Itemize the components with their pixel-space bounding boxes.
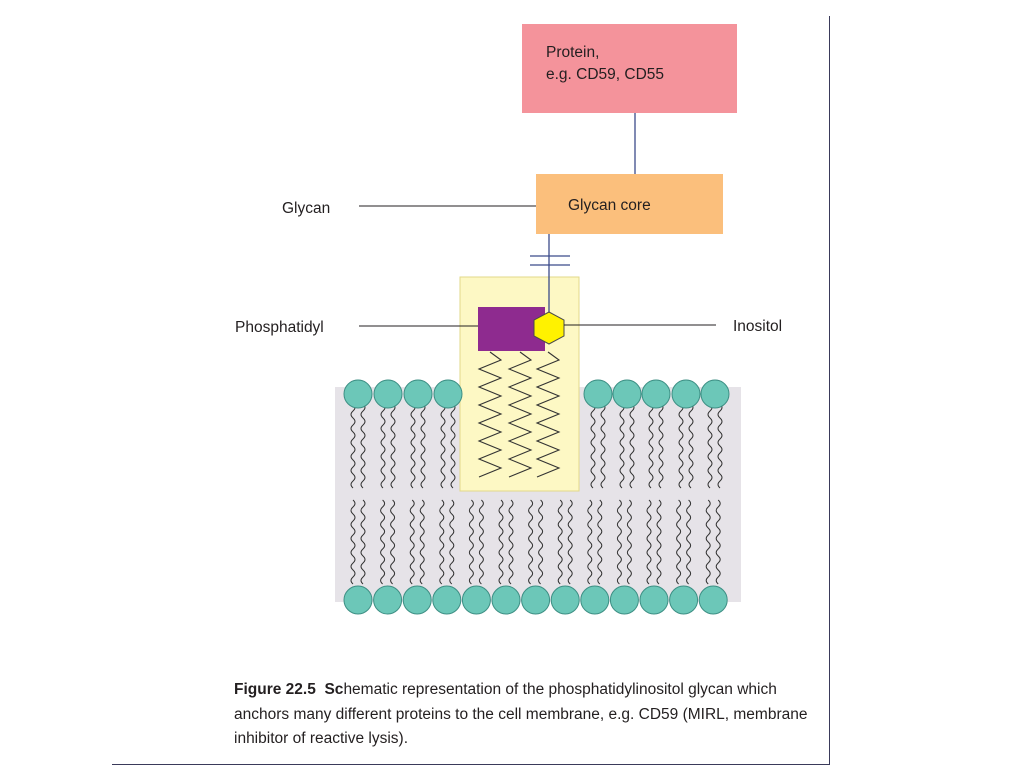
lipid-tail: [705, 499, 711, 585]
lipid-tail: [410, 403, 416, 489]
lipid-tail: [597, 499, 603, 585]
lipid-tail: [648, 403, 654, 489]
lipid-head: [639, 585, 669, 615]
lipid-tail: [360, 403, 366, 489]
lipid-tail: [380, 499, 386, 585]
protein-label-line1: Protein,: [546, 44, 599, 61]
lipid-head: [612, 379, 642, 409]
lipid-tail: [468, 499, 474, 585]
figure-caption: Figure 22.5 Schematic representation of …: [234, 678, 824, 752]
figure-number: Figure 22.5: [234, 681, 316, 698]
lipid-tail: [409, 499, 415, 585]
anchor-tail: [507, 351, 533, 478]
lipid-head: [461, 585, 491, 615]
lipid-tail: [440, 403, 446, 489]
lipid-tail: [419, 499, 425, 585]
lipid-head: [343, 585, 373, 615]
lipid-head: [583, 379, 613, 409]
lipid-tail: [688, 403, 694, 489]
lipid-head: [580, 585, 610, 615]
lipid-tails: [350, 403, 723, 585]
protein-box: [522, 24, 737, 113]
lipid-tail: [350, 499, 356, 585]
lipid-tail: [678, 403, 684, 489]
lipid-head: [373, 379, 403, 409]
inositol-label: Inositol: [733, 318, 782, 335]
anchor-tail: [477, 351, 503, 478]
lipid-head: [373, 585, 403, 615]
lipid-tail: [658, 403, 664, 489]
lipid-tail: [528, 499, 534, 585]
lipid-head: [671, 379, 701, 409]
lipid-head: [491, 585, 521, 615]
glycan-core-box: [536, 174, 723, 234]
lipid-tail: [390, 403, 396, 489]
lipid-tail: [567, 499, 573, 585]
lipid-tail: [478, 499, 484, 585]
glycan-label: Glycan: [282, 200, 330, 217]
lipid-tail: [715, 499, 721, 585]
lipid-tail: [600, 403, 606, 489]
lipid-tail: [587, 499, 593, 585]
lipid-head: [402, 585, 432, 615]
anchor-tails: [477, 351, 561, 478]
lipid-head: [609, 585, 639, 615]
lipid-tail: [439, 499, 445, 585]
lipid-tail: [450, 403, 456, 489]
lipid-head: [698, 585, 728, 615]
phosphatidyl-label: Phosphatidyl: [235, 319, 324, 336]
lipid-tail: [449, 499, 455, 585]
lipid-tail: [420, 403, 426, 489]
lipid-tail: [498, 499, 504, 585]
lipid-head: [521, 585, 551, 615]
lipid-tail: [557, 499, 563, 585]
lipid-tail: [629, 403, 635, 489]
lipid-tail: [717, 403, 723, 489]
page-border-bottom: [112, 764, 830, 765]
lipid-tail: [350, 403, 356, 489]
lipid-tail: [380, 403, 386, 489]
lipid-tail: [360, 499, 366, 585]
lipid-tail: [508, 499, 514, 585]
protein-label-line2: e.g. CD59, CD55: [546, 66, 664, 83]
inositol-hexagon: [533, 311, 565, 345]
lipid-tail: [626, 499, 632, 585]
caption-lead: Sc: [324, 681, 344, 698]
lipid-head: [669, 585, 699, 615]
lipid-heads: [343, 379, 730, 615]
lipid-head: [343, 379, 373, 409]
lipid-tail: [656, 499, 662, 585]
lipid-tail: [616, 499, 622, 585]
lipid-tail: [619, 403, 625, 489]
lipid-head: [700, 379, 730, 409]
lipid-tail: [646, 499, 652, 585]
page-border-right: [829, 16, 830, 764]
lipid-head: [550, 585, 580, 615]
caption-text: hematic representation of the phosphatid…: [234, 681, 808, 747]
lipid-tail: [686, 499, 692, 585]
lipid-head: [641, 379, 671, 409]
lipid-head: [433, 379, 463, 409]
lipid-head: [403, 379, 433, 409]
lipid-tail: [707, 403, 713, 489]
lipid-head: [432, 585, 462, 615]
lipid-tail: [676, 499, 682, 585]
lipid-tail: [390, 499, 396, 585]
glycan-core-label: Glycan core: [568, 197, 651, 214]
anchor-tail: [535, 351, 561, 478]
lipid-tail: [538, 499, 544, 585]
lipid-tail: [590, 403, 596, 489]
